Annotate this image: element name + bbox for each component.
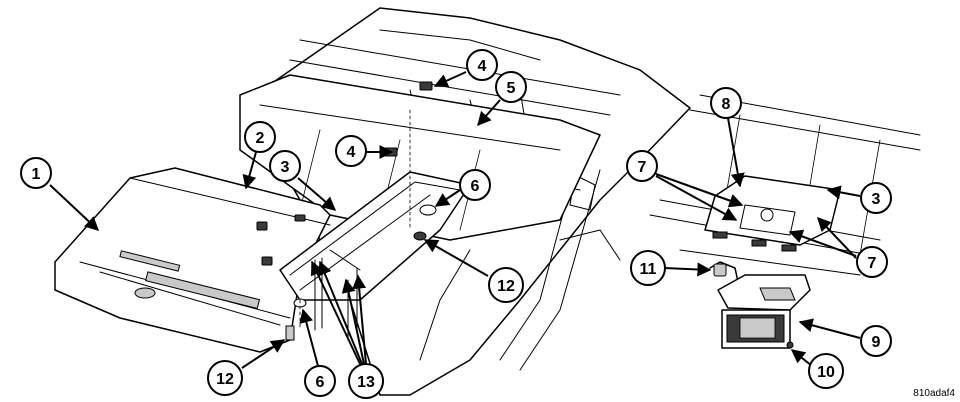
svg-text:8: 8	[722, 96, 731, 113]
leader-3b	[826, 185, 861, 200]
callout-7: 7	[626, 150, 658, 182]
leader-5	[477, 99, 501, 127]
svg-text:1: 1	[32, 166, 41, 183]
svg-text:12: 12	[216, 371, 234, 388]
callout-3: 3	[269, 150, 301, 182]
svg-text:7: 7	[638, 159, 647, 176]
svg-text:6: 6	[316, 374, 325, 391]
svg-text:9: 9	[872, 334, 881, 351]
callout-9: 9	[860, 325, 892, 357]
svg-text:12: 12	[497, 278, 515, 295]
leader-7b-2	[817, 216, 857, 259]
svg-text:3: 3	[281, 159, 290, 176]
callout-11: 11	[630, 250, 666, 286]
callout-4: 4	[335, 135, 367, 167]
svg-text:3: 3	[872, 191, 881, 208]
leader-lines	[49, 71, 861, 369]
diagram-reference-code: 810adaf4	[913, 388, 955, 399]
leader-7b-1	[788, 229, 857, 257]
callout-1: 1	[20, 157, 52, 189]
callout-4: 4	[466, 49, 498, 81]
svg-text:7: 7	[868, 255, 877, 272]
leader-9	[798, 318, 861, 339]
svg-text:4: 4	[478, 58, 487, 75]
leader-13c	[341, 278, 365, 365]
callout-12: 12	[488, 267, 524, 303]
svg-text:2: 2	[256, 130, 265, 147]
leader-13b	[318, 260, 363, 365]
leader-4a	[433, 71, 467, 88]
leader-10	[790, 349, 813, 367]
leader-13d	[352, 274, 367, 365]
callout-7: 7	[856, 246, 888, 278]
callout-8: 8	[710, 87, 742, 119]
callout-12: 12	[207, 360, 243, 396]
svg-text:11: 11	[640, 261, 657, 278]
svg-text:4: 4	[347, 144, 356, 161]
leader-12a	[423, 239, 489, 277]
callout-13: 13	[348, 363, 384, 399]
callout-10: 10	[808, 353, 844, 389]
callout-5: 5	[495, 71, 527, 103]
callouts: 1 2 3 4 4 5 6 6 12 12 13 8 7 3 7 11 9 10	[20, 49, 892, 399]
callout-3: 3	[860, 182, 892, 214]
callout-6: 6	[459, 169, 491, 201]
leader-7a-2	[655, 175, 738, 221]
roof-headliner-assembly	[54, 7, 691, 396]
leader-2	[242, 151, 257, 190]
leader-6b	[299, 308, 319, 367]
svg-text:13: 13	[357, 374, 375, 391]
svg-text:10: 10	[817, 364, 835, 381]
overhead-console-assembly	[649, 94, 921, 349]
leader-7a-1	[655, 173, 744, 208]
leader-12b	[241, 339, 286, 369]
callout-2: 2	[244, 121, 276, 153]
leader-8	[727, 117, 745, 188]
leader-1	[49, 184, 100, 231]
svg-text:6: 6	[471, 178, 480, 195]
leader-6a	[434, 189, 461, 207]
leader-3a	[297, 177, 337, 211]
leader-11	[663, 262, 712, 277]
leader-13a	[311, 260, 361, 365]
callout-6: 6	[304, 365, 336, 397]
svg-text:5: 5	[507, 80, 516, 97]
